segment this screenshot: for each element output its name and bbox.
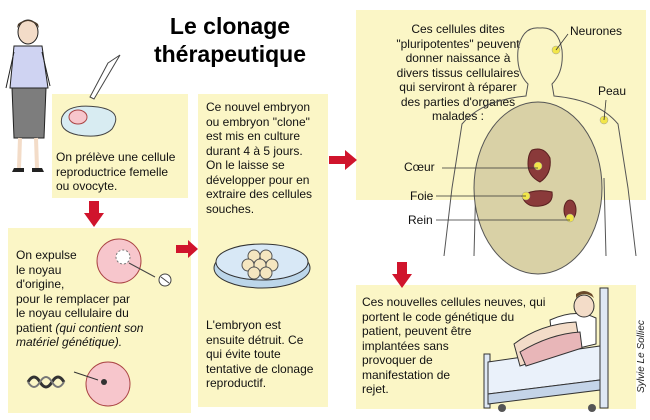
step6-line-6: manifestation de [362, 367, 451, 382]
step5-line-4: divers tissus cellulaires [396, 65, 520, 80]
body-organs-illustration [436, 27, 637, 275]
step6-line-1: Ces nouvelles cellules neuves, qui [362, 295, 546, 309]
step4-line-2: ensuite détruit. Ce [206, 332, 304, 347]
patient-in-bed-illustration [483, 287, 609, 412]
arrow-down-step5 [392, 262, 412, 288]
step5-line-5: qui serviront à réparer [399, 80, 517, 94]
label-coeur: Cœur [404, 160, 435, 174]
step3-line-1: Ce nouvel embryon [206, 100, 311, 114]
step1-text: On prélève une cellule reproductrice fem… [56, 150, 188, 194]
step6-line-3: patient, peuvent être [362, 324, 472, 338]
label-neurones: Neurones [570, 24, 623, 38]
step3-line-2: ou embryon "clone" [206, 114, 310, 129]
step2-line-4: pour le remplacer par [16, 291, 131, 306]
step4-line-5: reproductif. [206, 376, 267, 390]
step4-text: L'embryon est ensuite détruit. Ce qui év… [206, 318, 330, 391]
step1-line-1: On prélève une cellule [56, 150, 176, 164]
petri-dish-illustration [213, 243, 311, 289]
step3-line-7: extraire des cellules [206, 187, 313, 201]
step4-line-3: qui évite toute [206, 347, 281, 361]
step1-line-2: reproductrice femelle [56, 164, 169, 179]
label-foie: Foie [410, 189, 434, 203]
nucleus-extraction-illustration [96, 238, 172, 287]
title-line-1: Le clonage [169, 13, 291, 39]
dna-nucleus-illustration [26, 361, 131, 407]
arrow-right-step2 [176, 240, 198, 258]
step2-line-1: On expulse [16, 248, 77, 262]
step2-line-6: patient (qui contient son [16, 321, 186, 336]
step3-line-4: durant 4 à 5 jours. [206, 143, 303, 158]
step5-line-3: donner naissance à [405, 51, 511, 65]
step2-line-6-italic: (qui contient son [52, 320, 144, 335]
step2-line-7: matériel génétique). [16, 335, 123, 349]
step3-line-3: est mis en culture [206, 129, 301, 143]
step5-line-1: Ces cellules dites [411, 22, 505, 36]
step3-line-6: développer pour en [206, 172, 310, 187]
author-credit: Sylvie Le Solliec [636, 320, 648, 393]
step6-line-2: portent le code génétique du [362, 309, 515, 324]
label-rein: Rein [408, 213, 433, 227]
step1-line-3: ou ovocyte. [56, 179, 118, 193]
title-line-2: thérapeutique [153, 41, 307, 67]
step2-line-5: le noyau cellulaire du [16, 306, 129, 320]
step2-line-6-plain: patient [16, 320, 53, 335]
woman-illustration [5, 19, 51, 172]
step4-line-4: tentative de clonage [206, 361, 314, 376]
step3-line-5: On le laisse se [206, 158, 285, 172]
step3-text: Ce nouvel embryon ou embryon "clone" est… [206, 100, 330, 216]
label-peau: Peau [598, 84, 627, 98]
arrow-down-step1 [84, 201, 104, 227]
arrow-right-step3 [329, 150, 357, 170]
step6-line-7: rejet. [362, 382, 389, 396]
step6-line-4: implantées sans [362, 338, 449, 353]
step5-line-2: "pluripotentes" peuvent [396, 36, 520, 51]
pipette-and-ovocyte [60, 54, 121, 137]
step2-line-2: le noyau [16, 262, 62, 277]
step6-line-5: provoquer de [362, 353, 433, 367]
step2-text: On expulse le noyau d'origine, pour le r… [16, 248, 186, 350]
step5-line-6: des parties d'organes [400, 94, 516, 109]
step3-line-8: souches. [206, 201, 255, 216]
step4-line-1: L'embryon est [206, 318, 281, 332]
step2-line-3: d'origine, [16, 277, 65, 291]
step5-line-7: malades : [431, 109, 485, 123]
page-title: Le clonage thérapeutique [130, 12, 330, 68]
step5-text: Ces cellules dites "pluripotentes" peuve… [368, 22, 548, 124]
step6-text: Ces nouvelles cellules neuves, qui porte… [362, 295, 582, 397]
